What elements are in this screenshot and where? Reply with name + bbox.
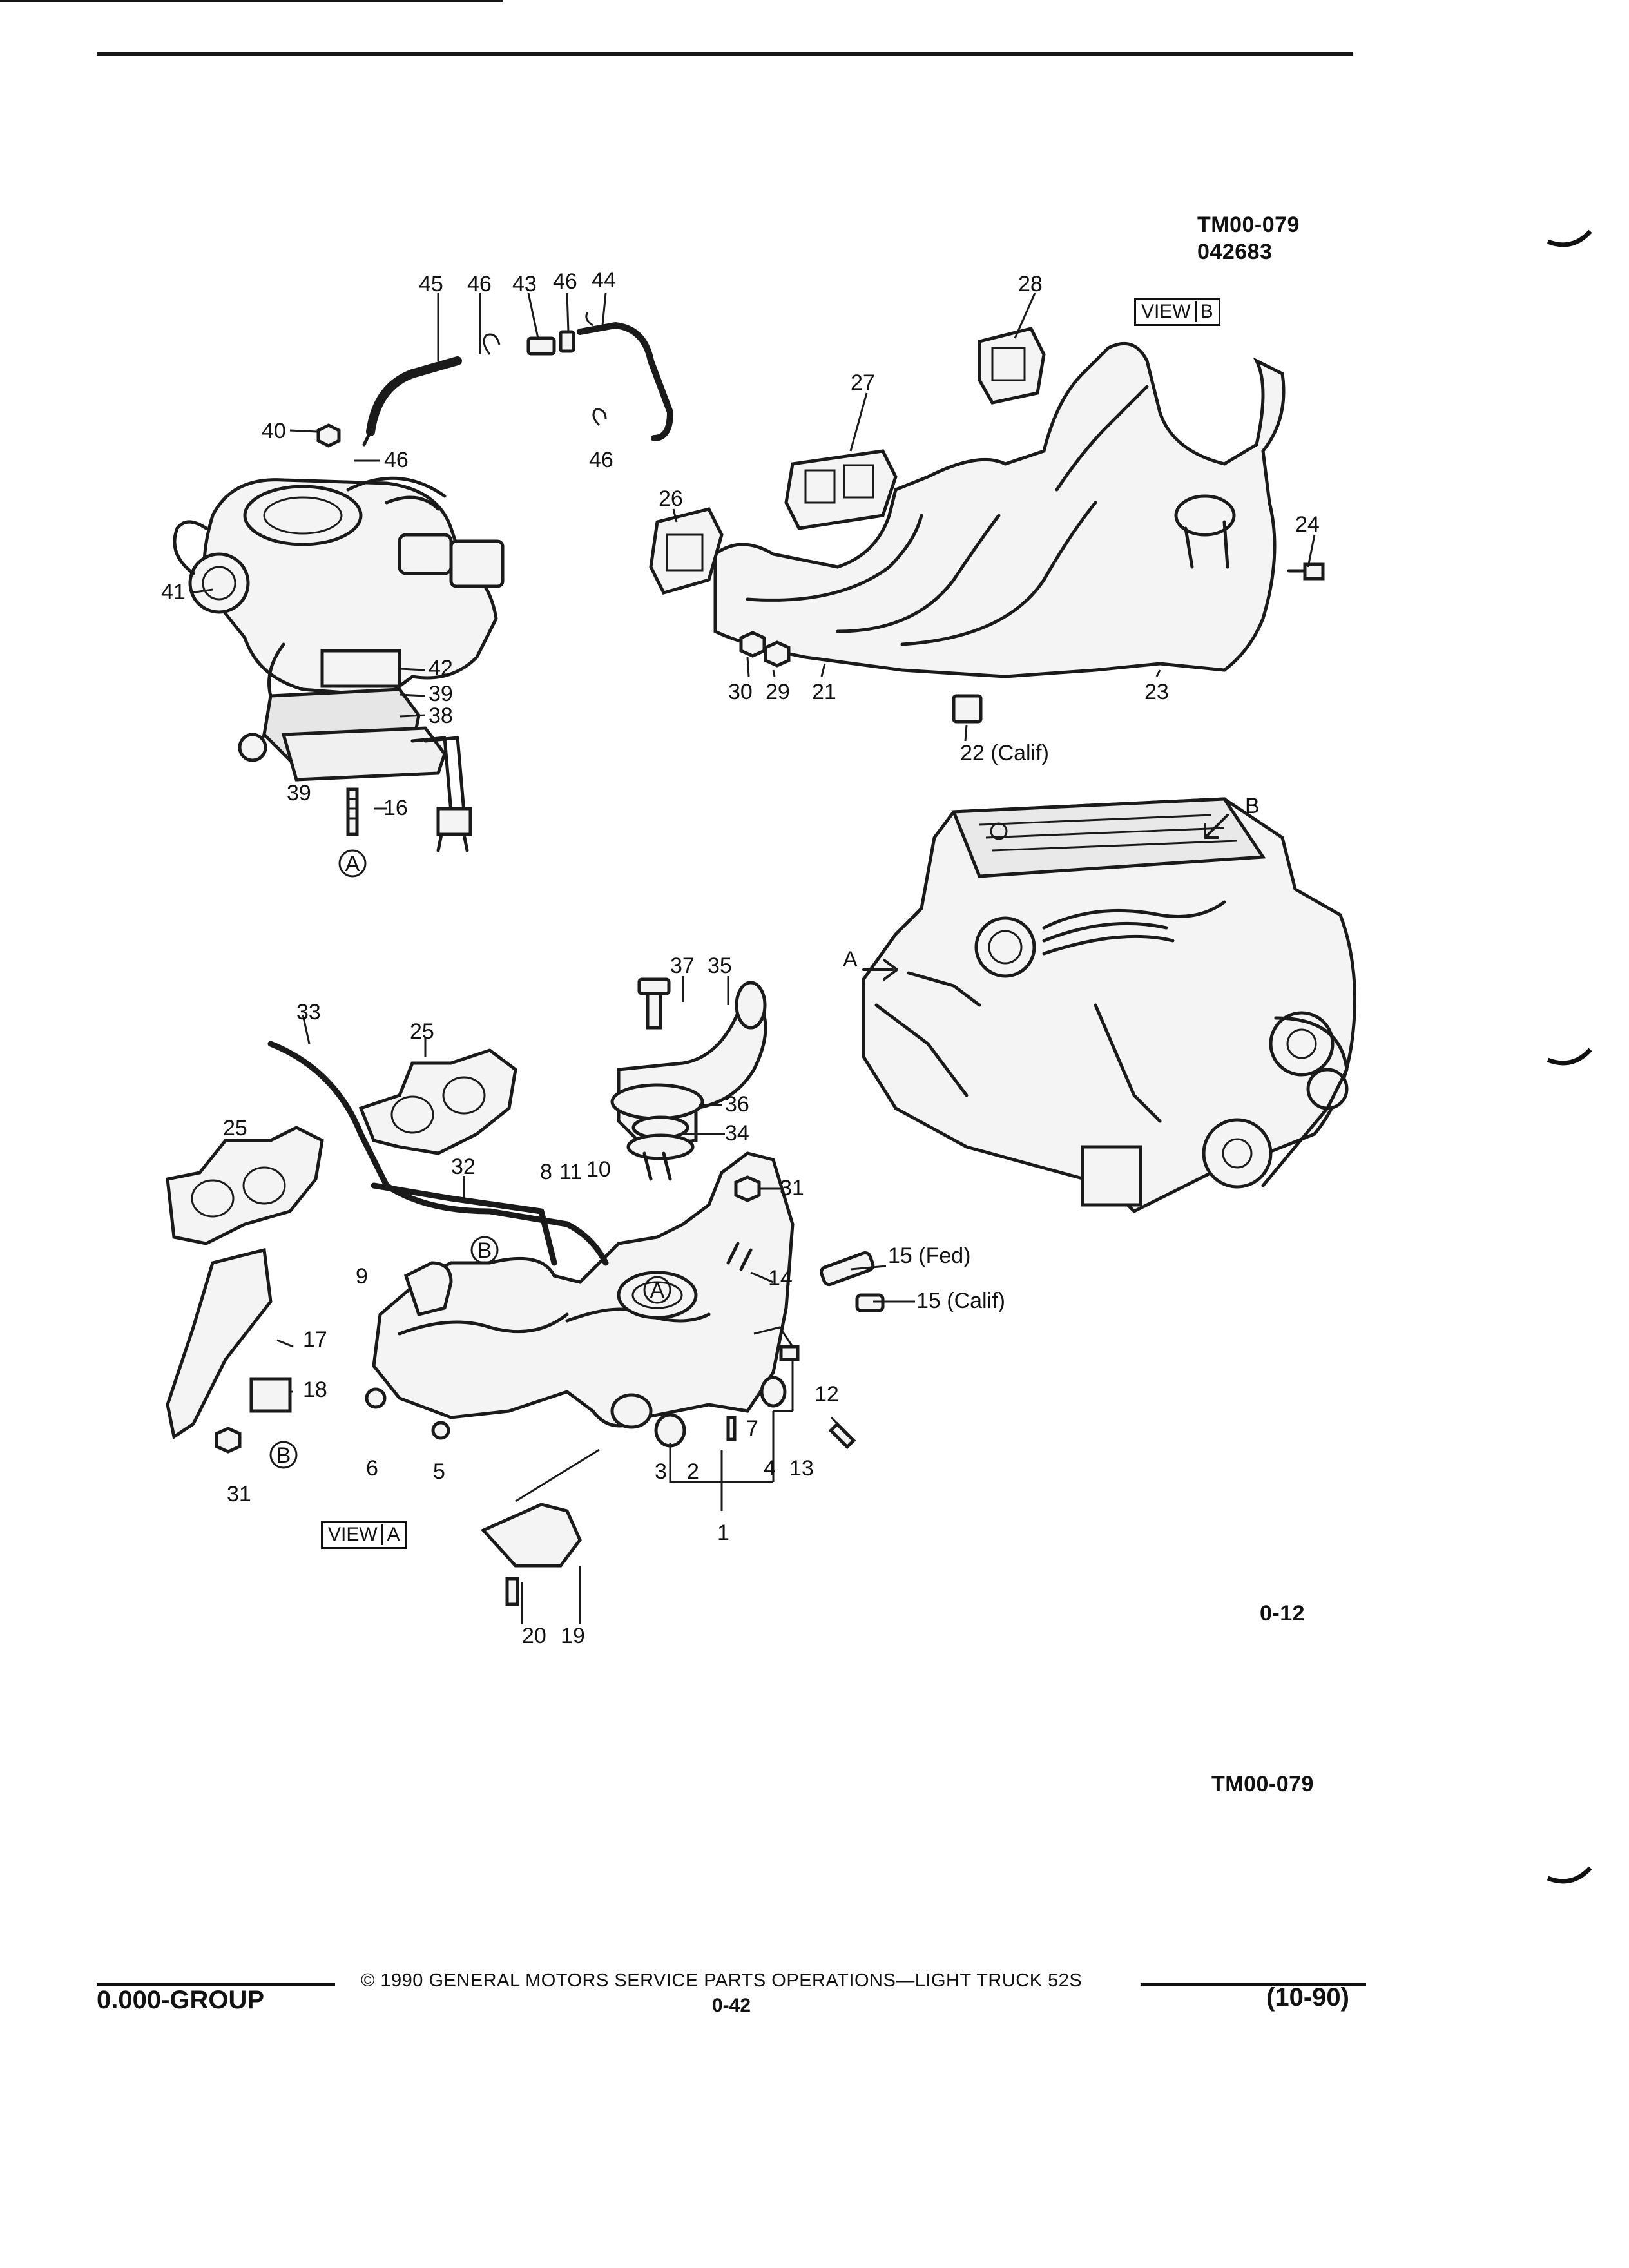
callout-32: 32 <box>451 1155 476 1179</box>
callout-28: 28 <box>1018 272 1043 296</box>
callout-46: 46 <box>553 269 577 294</box>
drawing-number: 042683 <box>1197 240 1273 264</box>
callout-42: 42 <box>429 656 453 680</box>
exhaust-manifold <box>649 327 1325 724</box>
top-left-rule <box>0 0 503 2</box>
callout-38: 38 <box>429 704 453 728</box>
binding-mark <box>1547 229 1592 247</box>
view-a-letter: A <box>381 1524 400 1545</box>
circled-letter-a-1: A <box>338 849 367 878</box>
callout-22-calif: 22 (Calif) <box>960 741 1049 765</box>
carburetor-assembly <box>173 423 505 852</box>
callout-7: 7 <box>746 1416 758 1441</box>
engine-assembly <box>862 797 1356 1214</box>
bottom-drawing-code: TM00-079 <box>1211 1772 1314 1796</box>
circled-letter-b-1: B <box>470 1236 499 1264</box>
footer-page-number: 0-42 <box>712 1995 751 2016</box>
circled-letter-a-2: A <box>643 1276 671 1304</box>
callout-20: 20 <box>522 1624 546 1648</box>
callout-15-fed: 15 (Fed) <box>888 1244 971 1268</box>
callout-10: 10 <box>586 1157 611 1182</box>
callout-17: 17 <box>303 1327 327 1352</box>
view-b-letter: B <box>1194 301 1213 322</box>
callout-29: 29 <box>766 680 790 704</box>
callout-36: 36 <box>725 1092 749 1117</box>
callout-5: 5 <box>433 1459 445 1484</box>
footer-group: 0.000-GROUP <box>97 1986 265 2014</box>
leader-lines <box>190 293 1316 1624</box>
callout-33: 33 <box>296 1000 321 1024</box>
callout-46: 46 <box>467 272 492 296</box>
view-a-word: VIEW <box>328 1524 378 1545</box>
callout-31: 31 <box>227 1482 251 1506</box>
footer-copyright: © 1990 GENERAL MOTORS SERVICE PARTS OPER… <box>361 1970 1083 1991</box>
callout-9: 9 <box>356 1264 368 1289</box>
callout-24: 24 <box>1295 512 1320 537</box>
callout-14: 14 <box>768 1266 793 1291</box>
callout-23: 23 <box>1144 680 1169 704</box>
callout-1: 1 <box>717 1521 729 1545</box>
callout-46: 46 <box>589 448 613 472</box>
callout-43: 43 <box>512 272 537 296</box>
footer-rule-right <box>1141 1983 1366 1986</box>
callout-41: 41 <box>161 580 186 604</box>
engine-view-arrow-a: A <box>843 947 858 972</box>
callout-4: 4 <box>764 1456 776 1481</box>
callout-2: 2 <box>687 1459 699 1484</box>
callout-46: 46 <box>384 448 409 472</box>
callout-27: 27 <box>851 370 875 395</box>
header-rule <box>97 52 1353 56</box>
svg-text:A: A <box>345 852 360 876</box>
callout-12: 12 <box>815 1382 839 1407</box>
binding-mark <box>1547 1866 1592 1884</box>
callout-16: 16 <box>383 796 408 820</box>
callout-45: 45 <box>419 272 443 296</box>
footer-date: (10-90) <box>1266 1983 1349 2012</box>
callout-6: 6 <box>366 1456 378 1481</box>
callout-19: 19 <box>561 1624 585 1648</box>
callout-30: 30 <box>728 680 753 704</box>
circled-letter-b-2: B <box>269 1441 298 1469</box>
callout-34: 34 <box>725 1121 749 1146</box>
svg-text:B: B <box>477 1238 492 1263</box>
binding-mark <box>1547 1048 1592 1066</box>
callout-44: 44 <box>592 268 616 293</box>
engine-view-arrow-b: B <box>1245 794 1260 818</box>
callout-15-calif: 15 (Calif) <box>916 1289 1005 1313</box>
view-b-word: VIEW <box>1141 301 1191 322</box>
callout-3: 3 <box>655 1459 667 1484</box>
svg-text:A: A <box>650 1278 665 1303</box>
callout-26: 26 <box>659 486 683 511</box>
callout-25: 25 <box>223 1116 247 1140</box>
callout-37: 37 <box>670 954 695 978</box>
drawing-code: TM00-079 <box>1197 213 1300 237</box>
intake-manifold <box>166 977 885 1606</box>
callout-40: 40 <box>262 419 286 443</box>
callout-11: 11 <box>559 1160 582 1184</box>
callout-25: 25 <box>410 1019 434 1044</box>
callout-35: 35 <box>708 954 732 978</box>
callout-21: 21 <box>812 680 836 704</box>
callout-39: 39 <box>287 781 311 805</box>
callout-31: 31 <box>780 1176 804 1200</box>
callout-numbers: 45 46 43 46 44 40 46 46 41 42 39 38 39 1… <box>161 268 1320 1648</box>
callout-39: 39 <box>429 682 453 706</box>
footer-rule-left <box>97 1983 335 1986</box>
vacuum-hose-assembly <box>362 312 673 447</box>
callout-8: 8 <box>540 1160 552 1184</box>
figure-number: 0-12 <box>1260 1601 1306 1626</box>
callout-18: 18 <box>303 1378 327 1402</box>
callout-13: 13 <box>789 1456 814 1481</box>
svg-text:B: B <box>276 1443 291 1468</box>
